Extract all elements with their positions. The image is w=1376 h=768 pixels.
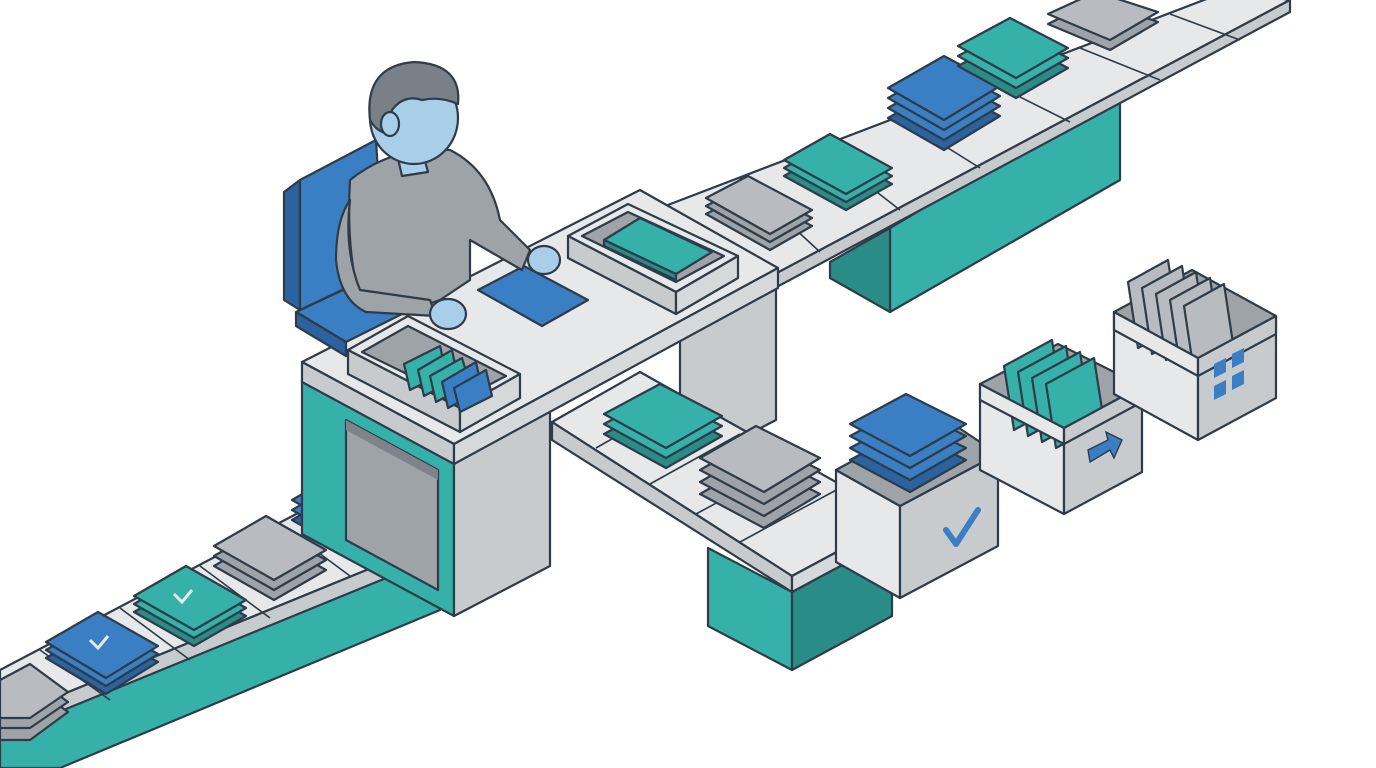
paper-stack [698, 424, 822, 530]
grid-icon [1214, 348, 1244, 400]
output-conveyor [550, 370, 902, 672]
document-tray [346, 314, 522, 434]
paper-stack [704, 174, 814, 252]
worker [282, 60, 562, 358]
paper-stack [44, 610, 160, 696]
paper-stack [132, 564, 248, 648]
chevron-down-icon [172, 589, 194, 605]
check-icon [943, 507, 981, 547]
paper-stack [782, 132, 894, 212]
paper-stack [1046, 0, 1160, 52]
paper-stack [0, 662, 70, 742]
chevron-down-icon [88, 635, 110, 651]
upper-conveyor [658, 0, 1292, 314]
bin-archive [1112, 258, 1278, 442]
bin-approved [834, 392, 1000, 600]
paper-stack [956, 16, 1070, 100]
sorting-desk [300, 188, 780, 618]
arrow-up-right-icon [1087, 430, 1123, 464]
paper-sheet [476, 264, 590, 328]
bin-forward [978, 338, 1144, 516]
paper-stack [212, 514, 328, 602]
paper-stack [602, 382, 724, 470]
document-tray [566, 202, 740, 316]
